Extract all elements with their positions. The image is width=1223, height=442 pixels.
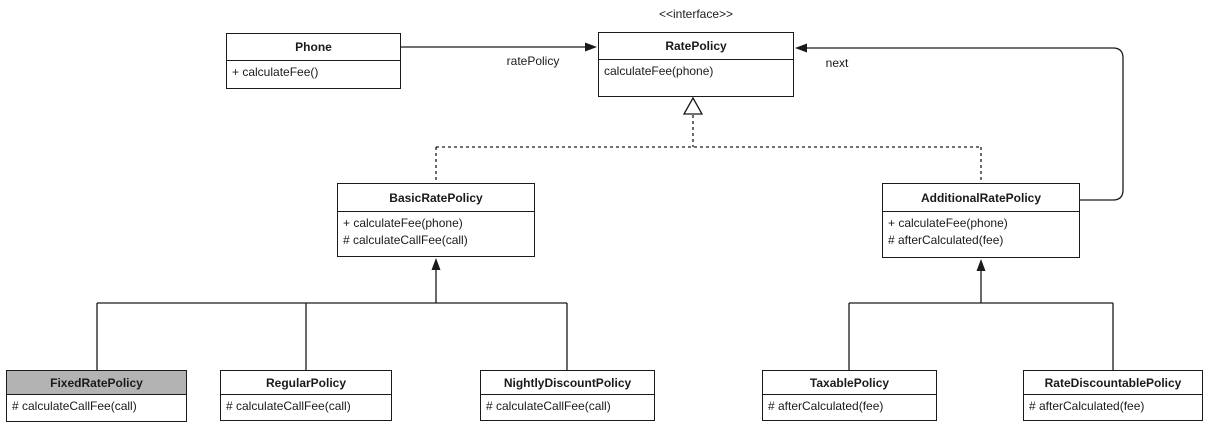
association-ratepolicy-arrowhead (585, 42, 597, 52)
class-name-basic-rate-policy: BasicRatePolicy (338, 184, 534, 212)
class-box-fixed-rate-policy[interactable]: FixedRatePolicy # calculateCallFee(call) (6, 370, 187, 422)
class-name-nightly-discount-policy: NightlyDiscountPolicy (481, 371, 654, 395)
association-next-arrowhead (795, 43, 807, 53)
class-name-rate-policy: RatePolicy (599, 33, 793, 60)
class-name-regular-policy: RegularPolicy (221, 371, 391, 395)
class-box-nightly-discount-policy[interactable]: NightlyDiscountPolicy # calculateCallFee… (480, 370, 655, 421)
method-rate-discountable-aftercalculated: # afterCalculated(fee) (1029, 399, 1145, 413)
class-box-rate-policy[interactable]: RatePolicy calculateFee(phone) (598, 32, 794, 97)
class-name-fixed-rate-policy: FixedRatePolicy (7, 371, 186, 395)
method-additional-aftercalculated: # afterCalculated(fee) (888, 233, 1004, 247)
method-fixed-calculatecallfee: # calculateCallFee(call) (12, 399, 137, 413)
method-basic-calculatefee: + calculateFee(phone) (343, 216, 463, 230)
class-name-phone: Phone (227, 34, 400, 61)
class-name-additional-rate-policy: AdditionalRatePolicy (883, 184, 1079, 212)
realization-hollow-triangle (682, 96, 704, 115)
class-name-taxable-policy: TaxablePolicy (763, 371, 936, 395)
class-box-taxable-policy[interactable]: TaxablePolicy # afterCalculated(fee) (762, 370, 937, 421)
association-next-line (807, 47, 1124, 201)
method-phone-calculatefee: + calculateFee() (232, 65, 319, 79)
edge-label-next: next (825, 56, 849, 70)
method-taxable-aftercalculated: # afterCalculated(fee) (768, 399, 884, 413)
class-box-rate-discountable-policy[interactable]: RateDiscountablePolicy # afterCalculated… (1023, 370, 1203, 421)
interface-stereotype-label: <<interface>> (658, 7, 734, 21)
class-box-basic-rate-policy[interactable]: BasicRatePolicy + calculateFee(phone) # … (337, 183, 535, 257)
class-box-phone[interactable]: Phone + calculateFee() (226, 33, 401, 89)
method-rate-policy-calculatefee: calculateFee(phone) (604, 64, 714, 78)
method-regular-calculatecallfee: # calculateCallFee(call) (226, 399, 351, 413)
method-nightly-calculatecallfee: # calculateCallFee(call) (486, 399, 611, 413)
class-box-regular-policy[interactable]: RegularPolicy # calculateCallFee(call) (220, 370, 392, 421)
class-box-additional-rate-policy[interactable]: AdditionalRatePolicy + calculateFee(phon… (882, 183, 1080, 258)
basic-arrowhead (431, 258, 441, 270)
method-additional-calculatefee: + calculateFee(phone) (888, 216, 1008, 230)
additional-arrowhead (976, 259, 986, 271)
edge-label-ratepolicy: ratePolicy (506, 54, 560, 68)
class-name-rate-discountable-policy: RateDiscountablePolicy (1024, 371, 1202, 395)
method-basic-calculatecallfee: # calculateCallFee(call) (343, 233, 468, 247)
